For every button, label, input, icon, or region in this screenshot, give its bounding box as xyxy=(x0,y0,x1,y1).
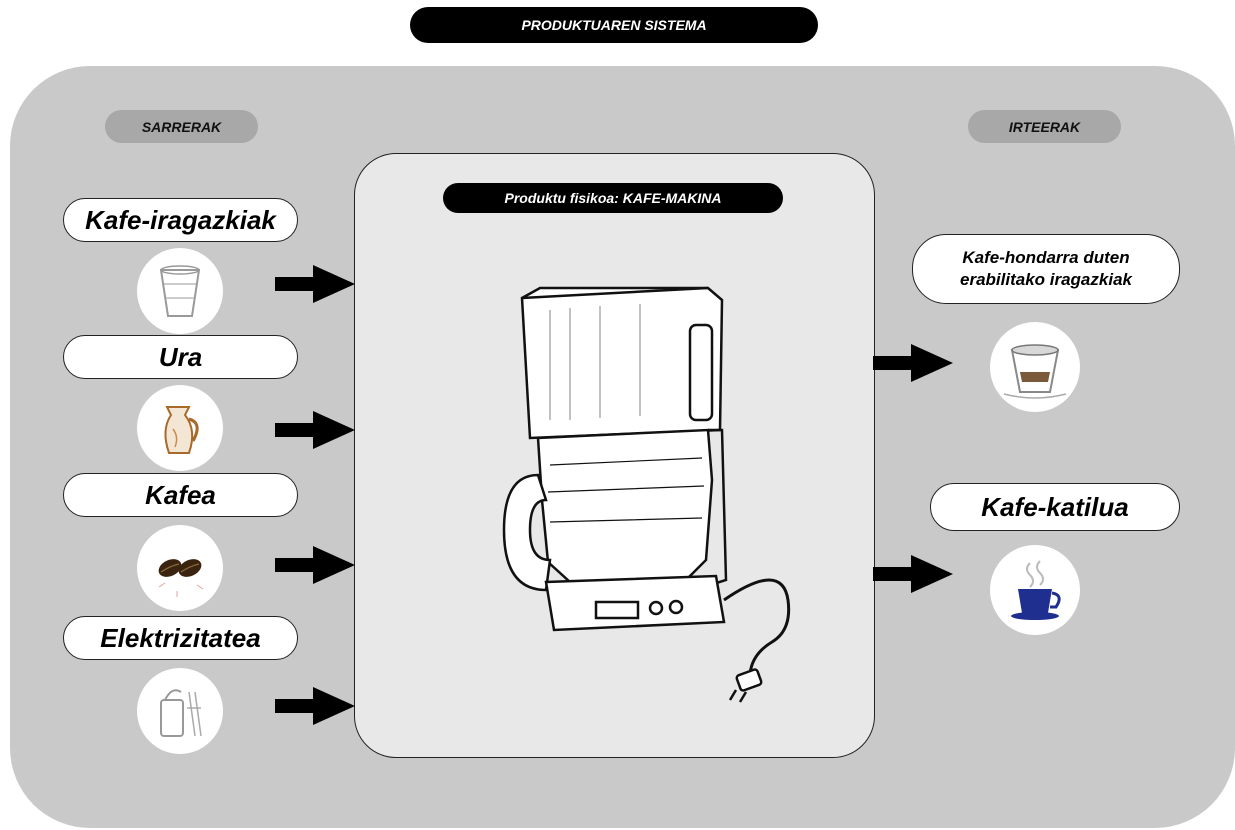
output-arrow-coffee-cup xyxy=(873,555,953,593)
input-label-electricity: Elektrizitatea xyxy=(63,616,298,660)
diagram-title: PRODUKTUAREN SISTEMA xyxy=(410,7,818,43)
used-filter-icon xyxy=(990,322,1080,412)
coffee-cup-icon xyxy=(990,545,1080,635)
input-label-coffee-filters: Kafe-iragazkiak xyxy=(63,198,298,242)
output-label-coffee-cup: Kafe-katilua xyxy=(930,483,1180,531)
electric-grinder-icon xyxy=(137,668,223,754)
water-jug-icon xyxy=(137,385,223,471)
input-arrow-coffee-filters xyxy=(275,265,355,303)
inputs-section-label: SARRERAK xyxy=(105,110,258,143)
output-arrow-used-filters xyxy=(873,344,953,382)
input-arrow-water xyxy=(275,411,355,449)
coffee-filter-icon xyxy=(137,248,223,334)
input-arrow-coffee xyxy=(275,546,355,584)
coffee-machine-icon xyxy=(502,286,791,703)
product-label: Produktu fisikoa: KAFE-MAKINA xyxy=(443,183,783,213)
input-arrow-electricity xyxy=(275,687,355,725)
outputs-section-label: IRTEERAK xyxy=(968,110,1121,143)
input-label-water: Ura xyxy=(63,335,298,379)
output-label-used-filters: Kafe-hondarra duten erabilitako iragazki… xyxy=(912,234,1180,304)
coffee-beans-icon xyxy=(137,525,223,611)
input-label-coffee: Kafea xyxy=(63,473,298,517)
